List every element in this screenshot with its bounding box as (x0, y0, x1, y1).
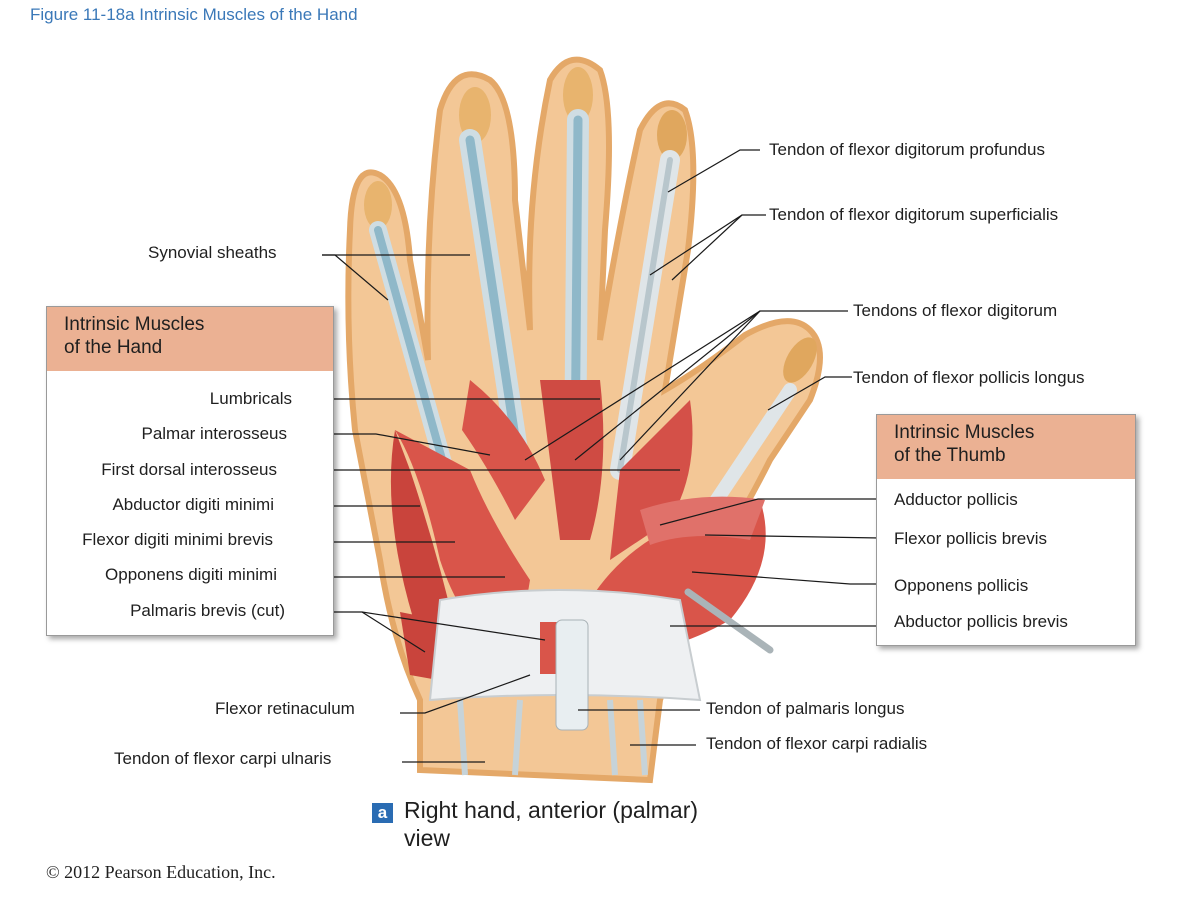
view-badge: a (372, 803, 393, 823)
thumb-muscles-box-heading: Intrinsic Muscles of the Thumb (877, 415, 1135, 479)
label-tendon-fds: Tendon of flexor digitorum superficialis (769, 205, 1059, 224)
label-flexor-retinaculum: Flexor retinaculum (215, 699, 355, 718)
label-tendon-palmaris-longus: Tendon of palmaris longus (706, 699, 905, 718)
palm-muscles (390, 380, 766, 680)
label-tendon-fpl: Tendon of flexor pollicis longus (853, 368, 1085, 387)
hand-muscles-box: Intrinsic Muscles of the Hand (46, 306, 334, 636)
label-flexor-digiti-minimi-brevis: Flexor digiti minimi brevis (82, 530, 273, 549)
label-palmar-interosseus: Palmar interosseus (141, 424, 287, 443)
view-caption: Right hand, anterior (palmar) view (404, 797, 699, 851)
label-synovial-sheaths: Synovial sheaths (148, 243, 277, 262)
flexor-retinaculum (428, 588, 774, 731)
label-first-dorsal-interosseus: First dorsal interosseus (101, 460, 277, 479)
label-adductor-pollicis: Adductor pollicis (894, 490, 1018, 509)
thumb-box-heading-line-2: of the Thumb (894, 445, 1006, 466)
label-abductor-digiti-minimi: Abductor digiti minimi (112, 495, 274, 514)
label-tendon-flexor-carpi-radialis: Tendon of flexor carpi radialis (706, 734, 928, 753)
label-abductor-pollicis-brevis: Abductor pollicis brevis (894, 612, 1068, 631)
label-tendon-flexor-carpi-ulnaris: Tendon of flexor carpi ulnaris (114, 749, 332, 768)
hand-muscles-box-heading: Intrinsic Muscles of the Hand (47, 307, 333, 371)
hand-box-heading-line-1: Intrinsic Muscles (64, 314, 205, 335)
copyright-notice: © 2012 Pearson Education, Inc. (46, 862, 276, 882)
label-tendon-fdp: Tendon of flexor digitorum profundus (769, 140, 1045, 159)
label-palmaris-brevis-cut: Palmaris brevis (cut) (130, 601, 285, 620)
label-opponens-digiti-minimi: Opponens digiti minimi (105, 565, 277, 584)
label-opponens-pollicis: Opponens pollicis (894, 576, 1029, 595)
label-lumbricals: Lumbricals (209, 389, 292, 408)
label-flexor-pollicis-brevis: Flexor pollicis brevis (894, 529, 1048, 548)
figure-title: Figure 11-18a Intrinsic Muscles of the H… (30, 5, 358, 24)
hand-box-heading-line-2: of the Hand (64, 337, 163, 358)
leader-lines (316, 149, 881, 763)
thumb-box-heading-line-1: Intrinsic Muscles (894, 422, 1035, 443)
label-tendons-flexor-digitorum: Tendons of flexor digitorum (853, 301, 1058, 320)
thumb-muscles-box: Intrinsic Muscles of the Thumb (876, 414, 1136, 646)
